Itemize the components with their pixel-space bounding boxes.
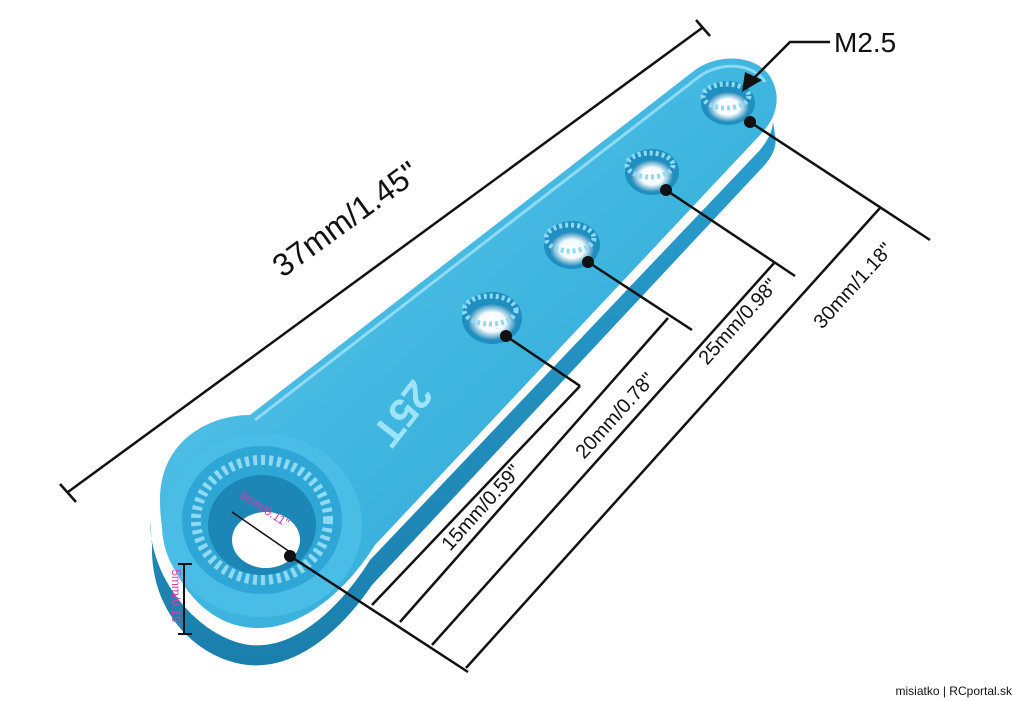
leader-dots xyxy=(284,116,756,562)
overall-length-label: 37mm/1.45" xyxy=(266,154,426,284)
hole-1-leader xyxy=(505,334,581,388)
dim-20-label: 20mm/0.78" xyxy=(572,369,660,463)
hole-2-leader xyxy=(587,260,693,332)
hub-bore xyxy=(232,512,300,568)
hub-height-dim-label: 5mm/0.19" xyxy=(169,569,183,627)
overall-length-cap-left xyxy=(59,483,77,503)
photo-credit: misiatko | RCportal.sk xyxy=(896,684,1013,698)
dim-25-label: 25mm/0.98" xyxy=(695,275,783,369)
thread-label: M2.5 xyxy=(834,27,896,58)
dim-20-line xyxy=(399,317,669,623)
dim-30-line xyxy=(465,207,881,669)
dimension-lines xyxy=(59,19,931,674)
spline-hub xyxy=(162,433,362,617)
arm-highlight xyxy=(254,64,767,422)
hole-4-leader xyxy=(749,120,931,242)
hole-1 xyxy=(461,292,522,344)
dim-15-line xyxy=(371,385,581,606)
dim-25-line xyxy=(431,261,776,646)
hole-3-dot xyxy=(660,184,672,196)
hub-leader xyxy=(289,554,469,674)
thread-arrow-head xyxy=(742,72,762,92)
hole-1-dot xyxy=(500,330,512,342)
hub-dot xyxy=(284,550,296,562)
overall-length-cap-right xyxy=(695,19,711,37)
overall-length-line xyxy=(67,26,703,494)
hub-splines xyxy=(191,455,333,585)
hole-2-dot xyxy=(582,256,594,268)
hole-4-dot xyxy=(744,116,756,128)
hole-3-leader xyxy=(665,188,796,278)
dim-15-label: 15mm/0.59" xyxy=(438,461,526,555)
hole-3 xyxy=(624,149,679,195)
thread-leader xyxy=(751,40,830,81)
hole-4 xyxy=(700,81,755,125)
dim-30-label: 30mm/1.18" xyxy=(810,239,898,333)
